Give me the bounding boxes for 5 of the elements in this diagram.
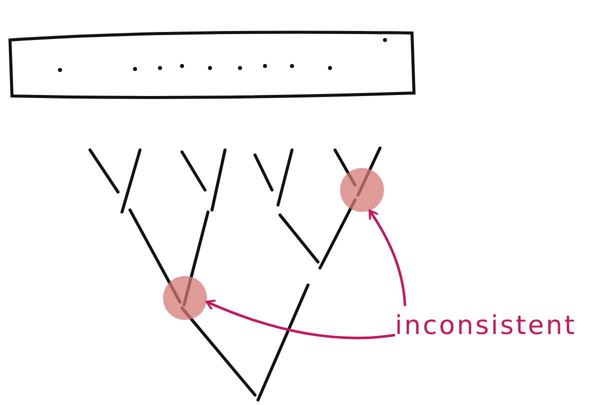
annotation-text: inconsistent xyxy=(395,306,595,348)
leader-line xyxy=(368,210,406,306)
leader-line xyxy=(206,299,396,340)
highlight-circle xyxy=(163,276,207,320)
highlight-circle xyxy=(340,168,384,212)
